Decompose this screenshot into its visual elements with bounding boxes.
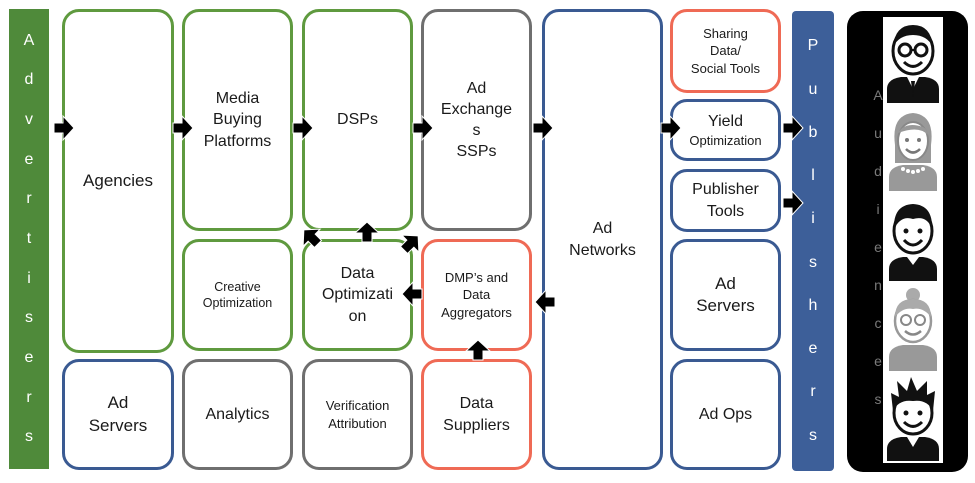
- publishers-letter: b: [808, 123, 818, 141]
- data-optimization-box: Data Optimizati on: [302, 239, 413, 351]
- publishers-letter: s: [809, 426, 817, 444]
- publishers-letter: l: [811, 167, 815, 185]
- audiences-letter: u: [874, 125, 882, 141]
- audiences-label: A u d i e n c e s: [871, 88, 885, 406]
- audiences-letter: c: [874, 315, 882, 331]
- publishers-letter: P: [807, 37, 819, 55]
- advertisers-letter: A: [23, 31, 35, 49]
- publishers-bar: P u b l i s h e r s: [792, 11, 834, 471]
- nerd-man-face-icon: [887, 25, 939, 103]
- grandma-face-icon: [889, 288, 937, 371]
- audience-faces: [883, 17, 943, 463]
- advertisers-letter: r: [26, 388, 32, 406]
- advertisers-letter: s: [25, 428, 33, 446]
- creative-optimization-box: Creative Optimization: [182, 239, 293, 351]
- punk-man-face-icon: [887, 377, 939, 461]
- ad-servers-left-box: Ad Servers: [62, 359, 174, 470]
- analytics-box: Analytics: [182, 359, 293, 470]
- ad-exchanges-ssps-box: Ad Exchange s SSPs: [421, 9, 532, 231]
- publishers-letter: s: [809, 253, 817, 271]
- audiences-letter: s: [874, 391, 882, 407]
- woman-face-icon: [889, 113, 937, 191]
- audiences-letter: e: [874, 353, 882, 369]
- ad-networks-box: Ad Networks: [542, 9, 663, 470]
- advertisers-letter: e: [24, 150, 34, 168]
- dsps-box: DSPs: [302, 9, 413, 231]
- advertisers-letter: v: [25, 110, 33, 128]
- data-suppliers-box: Data Suppliers: [421, 359, 532, 470]
- publishers-letter: h: [808, 296, 818, 314]
- verification-attribution-box: Verification Attribution: [302, 359, 413, 470]
- advertisers-letter: e: [24, 348, 34, 366]
- advertisers-bar: A d v e r t i s e r s: [9, 9, 49, 469]
- dmps-data-aggregators-box: DMP’s and Data Aggregators: [421, 239, 532, 351]
- audiences-letter: n: [874, 277, 882, 293]
- audiences-letter: e: [874, 239, 882, 255]
- yield-optimization-box: Yield Optimization: [670, 99, 781, 161]
- ad-ops-box: Ad Ops: [670, 359, 781, 470]
- boy-face-icon: [889, 204, 937, 281]
- audiences-letter: i: [876, 201, 880, 217]
- yield-title: Yield: [708, 112, 743, 130]
- sharing-data-social-tools-box: Sharing Data/ Social Tools: [670, 9, 781, 93]
- agencies-box: Agencies: [62, 9, 174, 353]
- yield-subtitle: Optimization: [689, 132, 762, 148]
- publishers-letter: r: [810, 383, 816, 401]
- advertisers-letter: d: [24, 71, 34, 89]
- advertisers-letter: s: [25, 309, 33, 327]
- publishers-letter: i: [811, 210, 815, 228]
- advertisers-letter: i: [27, 269, 31, 287]
- publisher-tools-box: Publisher Tools: [670, 169, 781, 232]
- publishers-letter: u: [808, 80, 818, 98]
- media-buying-platforms-box: Media Buying Platforms: [182, 9, 293, 231]
- ad-servers-right-box: Ad Servers: [670, 239, 781, 351]
- advertisers-letter: t: [26, 229, 32, 247]
- publishers-letter: e: [808, 340, 818, 358]
- advertisers-letter: r: [26, 190, 32, 208]
- audiences-letter: A: [873, 87, 883, 103]
- audiences-letter: d: [874, 163, 882, 179]
